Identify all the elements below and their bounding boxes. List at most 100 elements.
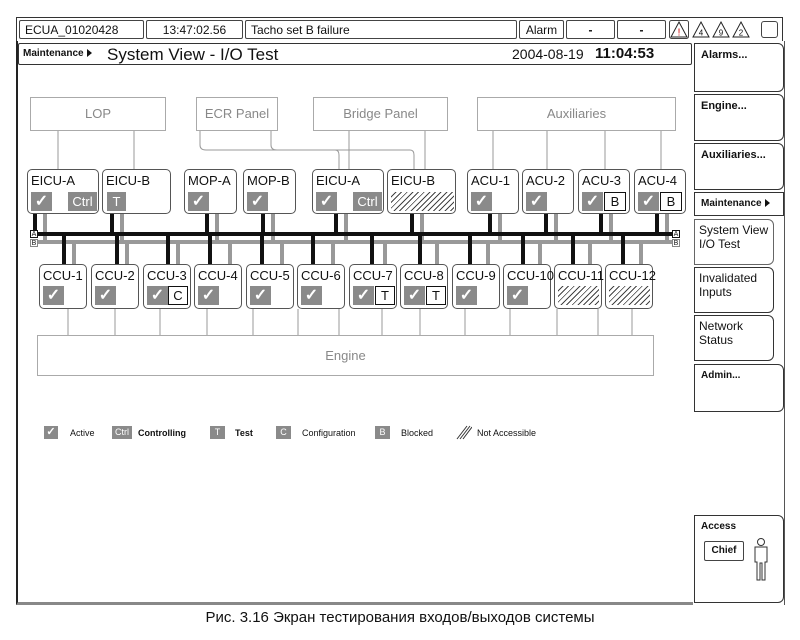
bridge-panel[interactable]: Bridge Panel [313, 97, 448, 131]
not-accessible-hatch-icon [558, 286, 599, 305]
test-badge: T [107, 192, 126, 211]
svg-text:2: 2 [739, 29, 744, 38]
unit-acu-2[interactable]: ACU-2 ✓ [522, 169, 574, 214]
warning-icon[interactable]: ! [669, 20, 689, 39]
unit-ccu-4[interactable]: CCU-4 ✓ [194, 264, 242, 309]
legend-config-icon: C [276, 426, 291, 439]
unit-ccu-11[interactable]: CCU-11 [554, 264, 604, 309]
svg-text:9: 9 [719, 29, 724, 38]
test-badge: T [426, 286, 446, 305]
unit-eicu-a-lop[interactable]: EICU-A ✓ Ctrl [27, 169, 99, 214]
unit-eicu-b-lop[interactable]: EICU-B T [102, 169, 171, 214]
breadcrumb[interactable]: Maintenance [23, 48, 92, 59]
alarm-text-field[interactable]: Tacho set B failure [245, 20, 517, 39]
menu-admin-button[interactable]: Admin... [694, 364, 784, 412]
legend-not-accessible-label: Not Accessible [477, 428, 537, 438]
unit-mop-b[interactable]: MOP-B ✓ [243, 169, 296, 214]
unit-label: CCU-2 [95, 268, 135, 283]
unit-ccu-5[interactable]: CCU-5 ✓ [246, 264, 294, 309]
menu-invalidated-inputs-button[interactable]: Invalidated Inputs [694, 267, 774, 313]
time-display: 11:04:53 [595, 45, 655, 62]
menu-invalidated-line2: Inputs [699, 285, 732, 299]
unit-ccu-2[interactable]: CCU-2 ✓ [91, 264, 139, 309]
maintenance-arrow-icon [764, 199, 770, 208]
menu-alarms-button[interactable]: Alarms... [694, 43, 784, 92]
blocked-badge: B [660, 192, 682, 211]
alarm-ack-box[interactable] [761, 21, 778, 38]
unit-acu-3[interactable]: ACU-3 ✓ B [578, 169, 630, 214]
alarm-count-icon[interactable]: 2 [731, 20, 751, 39]
unit-mop-a[interactable]: MOP-A ✓ [184, 169, 237, 214]
unit-ccu-12[interactable]: CCU-12 [605, 264, 656, 309]
active-check-icon: ✓ [456, 286, 477, 305]
unit-acu-1[interactable]: ACU-1 ✓ [467, 169, 519, 214]
legend-ctrl-icon: Ctrl [112, 426, 132, 439]
unit-label: CCU-5 [250, 268, 290, 283]
unit-label: CCU-8 [404, 268, 444, 283]
alarm-count-icon[interactable]: 9 [711, 20, 731, 39]
breadcrumb-label: Maintenance [23, 48, 84, 59]
menu-network-line2: Status [699, 333, 734, 347]
engine-panel[interactable]: Engine [37, 335, 654, 376]
menu-maintenance-label: Maintenance [701, 198, 762, 209]
unit-eicu-b-bridge[interactable]: EICU-B [387, 169, 456, 214]
unit-ccu-1[interactable]: CCU-1 ✓ [39, 264, 87, 309]
lop-panel[interactable]: LOP [30, 97, 166, 131]
active-check-icon: ✓ [526, 192, 547, 211]
ecr-panel[interactable]: ECR Panel [196, 97, 278, 131]
date-display: 2004-08-19 [512, 46, 584, 62]
right-menu-frame [692, 41, 785, 605]
unit-label: CCU-12 [609, 268, 656, 283]
alarm-status-bar: ECUA_01020428 13:47:02.56 Tacho set B fa… [16, 17, 783, 41]
svg-text:!: ! [678, 28, 681, 39]
bus-b-tag-right: B [672, 239, 680, 247]
bus-a-tag-left: A [30, 230, 38, 238]
alarm-time-field: 13:47:02.56 [146, 20, 243, 39]
unit-label: CCU-3 [147, 268, 187, 283]
bus-a-tag-right: A [672, 230, 680, 238]
unit-eicu-a-bridge[interactable]: EICU-A ✓ Ctrl [312, 169, 384, 214]
active-check-icon: ✓ [250, 286, 271, 305]
unit-label: CCU-1 [43, 268, 83, 283]
legend-configuration-label: Configuration [302, 428, 356, 438]
active-check-icon: ✓ [188, 192, 209, 211]
unit-ccu-9[interactable]: CCU-9 ✓ [452, 264, 500, 309]
access-level-button[interactable]: Chief [704, 541, 744, 561]
active-check-icon: ✓ [95, 286, 116, 305]
unit-label: CCU-4 [198, 268, 238, 283]
alarm-field-2: - [617, 20, 666, 39]
unit-label: ACU-1 [471, 173, 511, 188]
alarm-label-field[interactable]: Alarm [519, 20, 564, 39]
unit-label: EICU-A [31, 173, 76, 188]
blocked-badge: B [604, 192, 626, 211]
menu-auxiliaries-label: Auxiliaries... [701, 149, 766, 161]
controlling-badge: Ctrl [353, 192, 382, 211]
active-check-icon: ✓ [471, 192, 492, 211]
unit-id-field: ECUA_01020428 [19, 20, 144, 39]
unit-ccu-10[interactable]: CCU-10 ✓ [503, 264, 554, 309]
unit-ccu-3[interactable]: CCU-3 ✓ C [143, 264, 191, 309]
active-check-icon: ✓ [301, 286, 322, 305]
unit-acu-4[interactable]: ACU-4 ✓ B [634, 169, 686, 214]
controlling-badge: Ctrl [68, 192, 97, 211]
auxiliaries-panel[interactable]: Auxiliaries [477, 97, 676, 131]
unit-label: CCU-11 [558, 268, 604, 283]
breadcrumb-arrow-icon [86, 49, 92, 58]
not-accessible-hatch-icon [609, 286, 650, 305]
menu-system-view-line1: System View [699, 223, 769, 237]
menu-engine-button[interactable]: Engine... [694, 94, 784, 141]
legend-blocked-icon: B [375, 426, 390, 439]
bus-b-tag-left: B [30, 239, 38, 247]
test-badge: T [375, 286, 395, 305]
legend-controlling-label: Controlling [138, 428, 186, 438]
unit-label: EICU-B [391, 173, 436, 188]
menu-maintenance-button[interactable]: Maintenance [694, 192, 784, 216]
menu-network-line1: Network [699, 319, 744, 333]
unit-ccu-7[interactable]: CCU-7 ✓ T [349, 264, 397, 309]
menu-system-view-button[interactable]: System View I/O Test [694, 219, 774, 265]
menu-auxiliaries-button[interactable]: Auxiliaries... [694, 143, 784, 190]
unit-ccu-8[interactable]: CCU-8 ✓ T [400, 264, 448, 309]
alarm-count-icon[interactable]: 4 [691, 20, 711, 39]
menu-network-status-button[interactable]: Network Status [694, 315, 774, 361]
unit-ccu-6[interactable]: CCU-6 ✓ [297, 264, 345, 309]
